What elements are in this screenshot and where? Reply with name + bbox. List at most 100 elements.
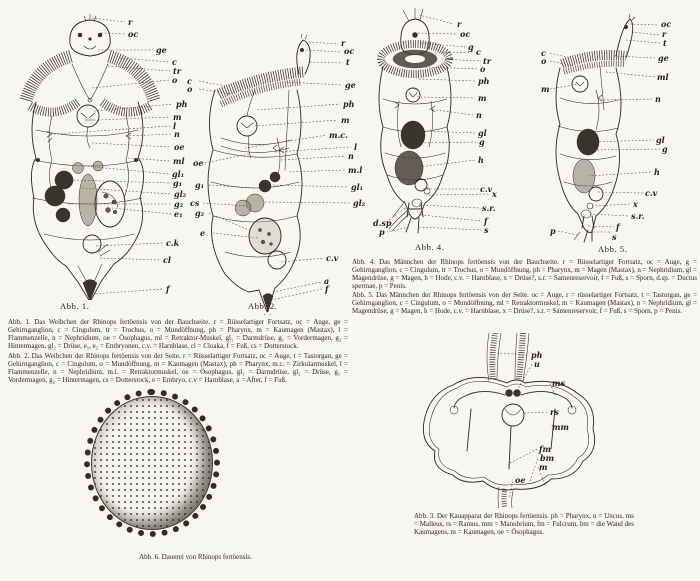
fig2-illustration: c o oe g₁ cs g₂ e r oc t ge ph m m.c. l … <box>187 33 366 315</box>
fig4-label-f: f <box>483 216 489 226</box>
fig5-label-o: o <box>541 56 547 66</box>
fig4-label-g: g <box>468 42 474 52</box>
fig4-caption: Abb. 4. Das Männchen der Rhinops fertöen… <box>352 258 697 291</box>
fig4-label-cv: c.v <box>480 184 493 194</box>
fig2-label-t: t <box>346 57 350 67</box>
fig4-label-sr: s.r. <box>482 203 496 213</box>
fig3-label-ms: ms <box>552 378 565 388</box>
fig5-label-r: r <box>662 29 667 39</box>
fig3-leader-lines <box>496 352 556 498</box>
fig3-caption: Abb. 3. Der Kauapparat der Rhinops fertö… <box>414 512 634 537</box>
fig1-drawing <box>19 13 161 300</box>
fig3-label-m: m <box>539 462 547 472</box>
fig2-label-r: r <box>341 38 346 48</box>
fig1-label-oe: oe <box>174 142 184 152</box>
fig1-label-g1: g₁ <box>173 178 182 188</box>
fig3-label-rs: rs <box>550 407 559 417</box>
fig4-label-c: c <box>476 47 481 57</box>
fig5-label-x: x <box>632 199 638 209</box>
fig5-label-n: n <box>655 94 661 104</box>
fig5-label-c: c <box>541 48 546 58</box>
fig5-label-cv: c.v <box>645 188 658 198</box>
fig1-leader-lines <box>53 17 174 295</box>
fig2-number: Abb. 2. <box>248 301 278 311</box>
fig2-caption: Abb. 2. Das Weibchen der Rhinops fertöen… <box>8 352 348 385</box>
fig5-drawing <box>555 13 636 243</box>
fig3-label-u: u <box>534 359 540 369</box>
fig2-label-f: f <box>324 284 330 294</box>
fig4-illustration: r oc g c tr o ph m n gl g h c.v x s.r. f… <box>373 7 497 237</box>
fig5-label-t: t <box>663 38 667 48</box>
fig5-label-sr: s.r. <box>631 211 645 221</box>
fig4-drawing <box>377 7 453 234</box>
fig1-label-r: r <box>128 17 133 27</box>
fig1-label-ck: c.k <box>166 238 180 248</box>
fig5-label-oc: oc <box>661 19 671 29</box>
fig1-label-ml: ml <box>173 156 185 166</box>
fig6-caption: Abb. 6. Dauerei von Rhinops fertöensis. <box>139 553 252 561</box>
fig5-number: Abb. 5. <box>598 244 628 254</box>
fig2-label-ph: ph <box>343 99 355 109</box>
fig1-label-cl: cl <box>163 255 171 265</box>
fig1-label-f: f <box>165 284 171 294</box>
fig4-label-m: m <box>478 93 486 103</box>
fig4-leader-lines <box>384 14 491 233</box>
fig1-label-gl1: gl₁ <box>172 169 184 179</box>
fig2-label-oe: oe <box>193 158 203 168</box>
fig2-drawing <box>207 33 311 315</box>
fig4-label-s: s <box>484 225 489 235</box>
fig2-leader-lines <box>198 41 352 301</box>
fig2-label-a: a <box>324 276 329 286</box>
fig1-label-ge: ge <box>156 45 167 55</box>
fig4-label-n: n <box>476 110 482 120</box>
fig4-label-r: r <box>457 19 462 29</box>
fig3-label-mm: mm <box>552 422 569 432</box>
fig2-label-oc: oc <box>344 46 354 56</box>
fig4-number: Abb. 4. <box>415 242 445 252</box>
fig1-label-oc: oc <box>128 29 138 39</box>
fig1-illustration: r oc ge c tr o ph m l n oe ml gl₁ g₁ gl₂… <box>19 13 188 300</box>
fig1-caption: Abb. 1. Das Weibchen der Rhinops fertöen… <box>8 318 348 351</box>
fig1-label-g2: g₂ <box>174 199 184 209</box>
fig2-label-mc: m.c. <box>329 130 348 140</box>
fig4-label-h: h <box>478 155 484 165</box>
fig1-label-gl2: gl₂ <box>174 189 187 199</box>
fig3-illustration: ph u ms rs mm fm bm m oe <box>422 333 596 508</box>
fig2-label-o: o <box>187 84 193 94</box>
fig3-label-fm: fm <box>538 444 551 454</box>
fig2-label-e: e <box>200 228 205 238</box>
fig5-label-ml: ml <box>657 72 669 82</box>
fig4-label-x: x <box>491 189 497 199</box>
fig3-label-ph: ph <box>531 350 543 360</box>
fig1-label-tr: tr <box>173 66 182 76</box>
fig1-number: Abb. 1. <box>60 301 90 311</box>
fig1-label-m: m <box>173 112 181 122</box>
fig3-drawing <box>422 333 596 508</box>
fig2-label-n: n <box>348 151 354 161</box>
fig2-label-ge: ge <box>345 80 356 90</box>
fig4-label-ph: ph <box>478 76 490 86</box>
fig5-label-ge: ge <box>658 53 669 63</box>
fig2-label-gl1: gl₁ <box>351 182 363 192</box>
fig5-label-g: g <box>662 144 668 154</box>
fig1-label-n: n <box>174 129 180 139</box>
fig4-label-dsp: d.sp <box>373 218 392 228</box>
fig2-label-g1: g₁ <box>195 180 204 190</box>
fig5-label-f: f <box>615 222 621 232</box>
fig2-label-g2: g₂ <box>195 208 205 218</box>
fig5-label-gl: gl <box>656 135 665 145</box>
fig4-label-gl: gl <box>478 128 487 138</box>
fig4-label-tr: tr <box>483 56 492 66</box>
fig6-egg-shell <box>91 396 213 530</box>
fig2-label-l: l <box>354 142 357 152</box>
fig1-label-l: l <box>173 121 176 131</box>
fig4-label-o: o <box>480 64 486 74</box>
fig1-label-e1: e₁ <box>174 209 183 219</box>
fig1-label-c: c <box>172 57 177 67</box>
fig2-label-m: m <box>341 115 349 125</box>
fig2-label-gl2: gl₂ <box>353 198 366 208</box>
fig1-label-ph: ph <box>176 99 188 109</box>
fig2-label-ml: m.l <box>348 165 362 175</box>
fig3-label-bm: bm <box>540 453 554 463</box>
